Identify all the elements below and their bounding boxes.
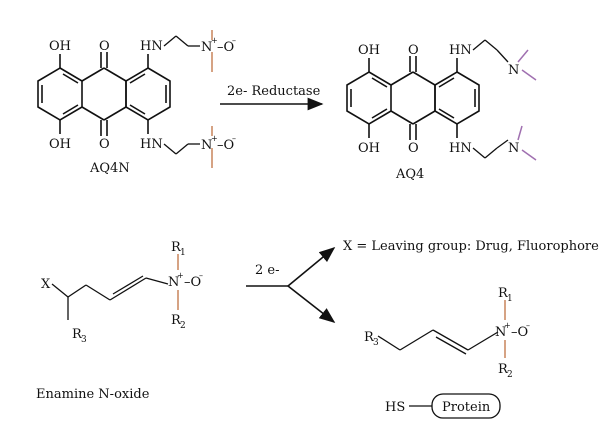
aq4n-carbonyl-bottom: O — [99, 137, 110, 152]
substrate-r1: R — [171, 240, 182, 255]
amine-methyl-bottom-b — [521, 149, 537, 161]
aq4-oh-top: OH — [358, 43, 380, 58]
two-electron-fork-arrow: 2 e- — [246, 246, 336, 323]
protein-box — [431, 393, 501, 419]
product-n-charge: + — [504, 321, 511, 330]
reductase-arrow: 2e- Reductase — [220, 84, 324, 111]
two-electron-label: 2 e- — [255, 263, 280, 278]
product-r1: R — [498, 286, 509, 301]
fork-lower-arrow — [287, 285, 336, 323]
substrate-o-charge: – — [199, 271, 203, 280]
fork-upper-arrow — [287, 246, 336, 287]
aq4n-nh-top: HN — [140, 39, 163, 54]
aq4n-noxide-plus-bottom: + — [211, 134, 218, 143]
substrate-o: –O — [184, 275, 201, 290]
aq4-molecule: OH OH O O HN HN N N AQ4 — [346, 39, 537, 182]
substrate-r2-sub: 2 — [180, 321, 186, 331]
amine-methyl-bottom-a — [517, 125, 523, 141]
substrate-name: Enamine N-oxide — [36, 387, 150, 402]
product-r2: R — [498, 362, 509, 377]
product-o-charge: – — [526, 321, 530, 330]
product-n: N — [495, 325, 506, 340]
aq4-nh-top: HN — [449, 43, 472, 58]
amine-methyl-top-a — [517, 49, 529, 63]
substrate-n-charge: + — [177, 271, 184, 280]
aq4n-side-chain-bottom: N + –O – — [163, 126, 236, 168]
protein-hs-label: HS — [385, 400, 405, 415]
substrate-r2: R — [171, 313, 182, 328]
aq4n-noxide-n-top: N — [201, 40, 212, 55]
aq4-oh-bottom: OH — [358, 141, 380, 156]
aq4n-noxide-o-bottom: –O — [217, 138, 234, 153]
aq4-amine-n-bottom: N — [508, 141, 519, 156]
aq4n-side-chain-top: N + –O – — [163, 30, 236, 72]
aq4n-oh-bottom: OH — [49, 137, 71, 152]
protein-label: Protein — [442, 400, 491, 415]
aq4-carbonyl-top: O — [408, 43, 419, 58]
thiol-protein: HS Protein — [385, 393, 501, 419]
substrate-n: N — [168, 275, 179, 290]
product-r3-sub: 3 — [373, 338, 379, 348]
product-o: –O — [511, 325, 528, 340]
aq4-side-chain-bottom: N — [472, 125, 537, 161]
substrate-r3: R — [72, 327, 83, 342]
product-r3: R — [364, 330, 375, 345]
aq4-side-chain-top: N — [472, 39, 537, 81]
enamine-n-oxide-substrate: X R 3 R 1 R 2 N + –O – Enamine N-oxide — [36, 240, 203, 402]
aq4n-noxide-minus-top: – — [232, 36, 236, 45]
aq4-carbonyl-bottom: O — [408, 141, 419, 156]
substrate-r3-sub: 3 — [81, 335, 87, 345]
aq4-name: AQ4 — [395, 167, 424, 182]
substrate-r1-sub: 1 — [180, 248, 186, 258]
aq4n-name: AQ4N — [89, 161, 130, 176]
amine-methyl-top-b — [521, 69, 537, 81]
leaving-group-text: X = Leaving group: Drug, Fluorophore e.t… — [343, 239, 600, 254]
product-r2-sub: 2 — [507, 370, 513, 380]
aq4n-rings — [37, 52, 171, 136]
reductase-label: 2e- Reductase — [227, 84, 321, 99]
product-r1-sub: 1 — [507, 294, 513, 304]
aq4-amine-n-top: N — [508, 63, 519, 78]
aq4n-noxide-o-top: –O — [217, 40, 234, 55]
substrate-x-label: X — [41, 277, 51, 292]
aq4n-noxide-plus-top: + — [211, 36, 218, 45]
aq4n-nh-bottom: HN — [140, 137, 163, 152]
aq4-rings — [346, 56, 480, 140]
aq4-nh-bottom: HN — [449, 141, 472, 156]
aq4n-noxide-n-bottom: N — [201, 138, 212, 153]
aq4n-carbonyl-top: O — [99, 39, 110, 54]
product-molecule: R 3 R 1 R 2 N + –O – — [364, 286, 530, 380]
aq4n-noxide-minus-bottom: – — [232, 134, 236, 143]
aq4n-molecule: OH OH O O HN HN N + –O – N + –O – — [37, 30, 236, 176]
aq4n-oh-top: OH — [49, 39, 71, 54]
